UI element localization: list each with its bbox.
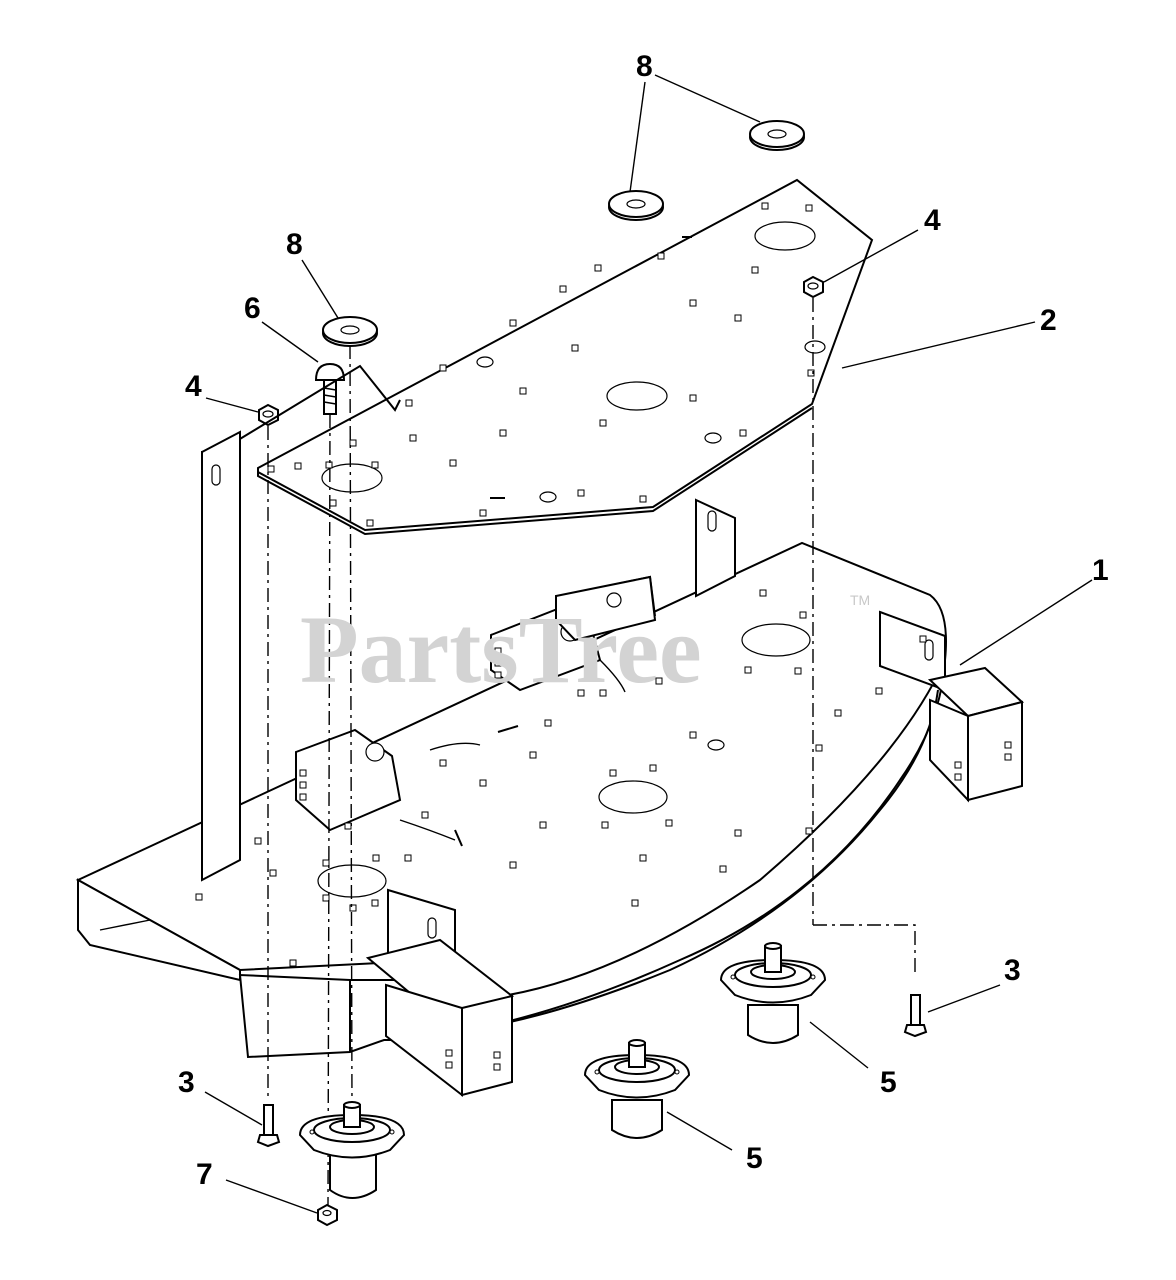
callouts: 8 8 6 4 4 2 1 3 5 5 3 7 [178,50,1109,1191]
callout-7: 7 [196,1158,213,1191]
callout-2: 2 [1040,304,1057,337]
mounting-plate [257,178,874,536]
carriage-bolt [314,362,346,415]
washer-upper-right [749,120,805,151]
callout-3-left: 3 [178,1066,195,1099]
hex-nut-left [258,403,279,427]
callout-1: 1 [1092,554,1109,587]
spindle-assembly-center [583,1039,691,1139]
spindle-assembly-front-left [298,1101,406,1199]
deck-bracket-rear-right [695,498,736,598]
leader-lines [204,74,1093,1214]
plate-bolt-holes [267,202,815,527]
washer-left [322,316,378,347]
hex-nut-right [803,275,824,299]
screw-left [256,1104,281,1148]
spindle-assembly-right [719,942,827,1044]
callout-5-right: 5 [880,1066,897,1099]
screw-right [903,994,928,1038]
mower-deck [75,364,1025,1098]
watermark-text: PartsTree [300,596,702,703]
callout-3-right: 3 [1004,954,1021,987]
callout-8-top: 8 [636,50,653,83]
deck-bracket-front-right [879,610,1025,803]
assembly-centerlines [267,298,916,1206]
washer-upper-middle [608,190,664,221]
callout-5-center: 5 [746,1142,763,1175]
callout-6: 6 [244,292,261,325]
deck-bracket-left [295,728,402,832]
callout-4-left: 4 [185,370,202,403]
watermark-trademark: TM [850,592,870,608]
deck-bolt-holes [195,589,927,967]
deck-bracket-front-left [365,888,515,1098]
deck-bracket-rear-left [201,430,241,882]
watermark: PartsTree TM [300,592,870,703]
lock-nut [317,1203,338,1227]
callout-8-left: 8 [286,228,303,261]
callout-4-right: 4 [924,204,941,237]
